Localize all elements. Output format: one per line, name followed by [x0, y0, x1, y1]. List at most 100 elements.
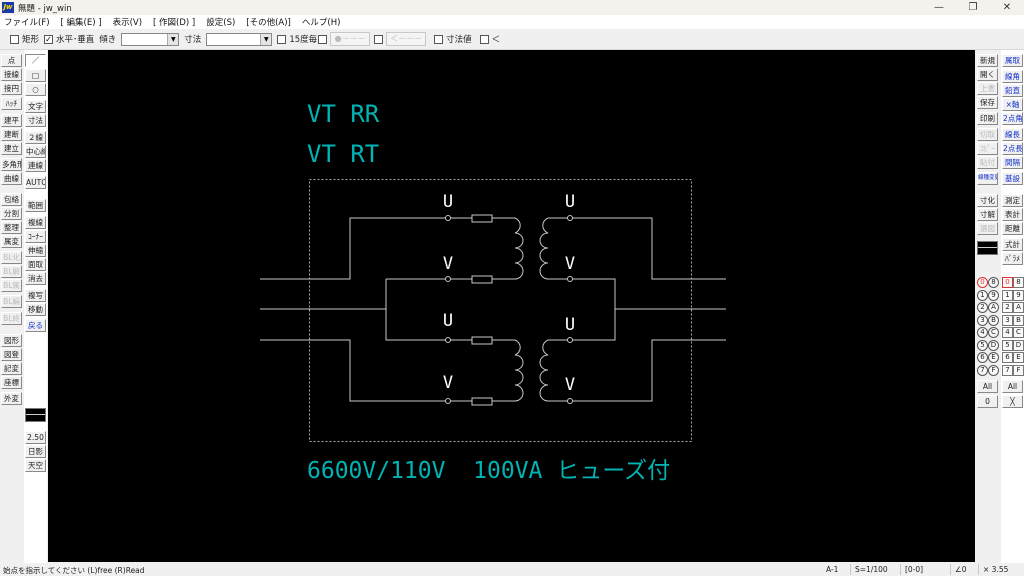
layer-group-button-9[interactable]: 9	[988, 289, 999, 301]
interval-button[interactable]: 間隔	[1002, 156, 1023, 169]
rect-checkbox[interactable]	[10, 34, 19, 44]
all-layer-groups-button[interactable]: All	[977, 380, 998, 393]
layer-button-7[interactable]: 7	[1002, 364, 1013, 376]
menu-edit[interactable]: [ 編集(E) ]	[60, 18, 102, 28]
layer-group-button-0[interactable]: 0	[977, 277, 988, 288]
layer-group-button-8[interactable]: 8	[988, 277, 999, 288]
dim-convert-button[interactable]: 寸化	[977, 194, 998, 207]
tool-double-line[interactable]: ２線	[25, 131, 46, 144]
dim-combo[interactable]: ▼	[206, 32, 273, 46]
layer-group-button-6[interactable]: 6	[977, 352, 988, 363]
layer-button-E[interactable]: E	[1013, 352, 1024, 363]
layer-group-button-C[interactable]: C	[988, 327, 999, 338]
layer-button-2[interactable]: 2	[1002, 302, 1013, 313]
all-layers-button[interactable]: All	[1002, 380, 1023, 393]
tool-erase[interactable]: 消去	[25, 272, 46, 285]
layer-color-swatch[interactable]	[977, 241, 998, 255]
tool-center-line[interactable]: 中心線	[25, 145, 46, 158]
base-setting-button[interactable]: 基設	[1002, 172, 1023, 185]
layer-group-button-4[interactable]: 4	[977, 327, 988, 338]
minimize-button[interactable]: —	[934, 2, 944, 13]
menu-view[interactable]: 表示(V)	[112, 18, 143, 28]
layer-button-6[interactable]: 6	[1002, 352, 1013, 363]
parameter-button[interactable]: ﾊﾟﾗﾒ	[1002, 252, 1023, 265]
layer-button-9[interactable]: 9	[1013, 289, 1024, 301]
layer-button-B[interactable]: B	[1013, 314, 1024, 326]
layer-group-button-2[interactable]: 2	[977, 302, 988, 313]
distance-button[interactable]: 距離	[1002, 222, 1023, 235]
menu-help[interactable]: ヘルプ(H)	[301, 18, 341, 28]
layer-group-zero-button[interactable]: 0	[977, 395, 998, 408]
layer-group-button-3[interactable]: 3	[977, 314, 988, 326]
menu-settings[interactable]: 設定(S)	[206, 18, 236, 28]
attr-get-button[interactable]: 属取	[1002, 54, 1023, 67]
tool-elevation[interactable]: 建立	[1, 142, 22, 155]
tool-bl-edit[interactable]: BL編	[1, 295, 22, 308]
tool-rectangle[interactable]: □	[25, 69, 46, 82]
status-angle[interactable]: ∠0	[950, 564, 967, 575]
line-angle-button[interactable]: 線角	[1002, 70, 1023, 83]
layer-group-button-7[interactable]: 7	[977, 364, 988, 376]
table-calc-button[interactable]: 表計	[1002, 208, 1023, 221]
line-type-change-button[interactable]: 線種変更	[977, 172, 998, 185]
deg15-checkbox[interactable]	[277, 34, 287, 44]
tool-circle[interactable]: ○	[25, 83, 46, 96]
tool-attr-change[interactable]: 属変	[1, 235, 22, 248]
status-zoom[interactable]: × 3.55	[978, 564, 1008, 575]
drawing-canvas[interactable]: U V U V U V U V VT RR VT RT 6600V/110V 1…	[48, 50, 975, 562]
layer-group-button-B[interactable]: B	[988, 314, 999, 326]
tool-text[interactable]: 文字	[25, 100, 46, 113]
tool-copy[interactable]: 複写	[25, 289, 46, 302]
tool-bl-end[interactable]: BL終	[1, 312, 22, 325]
layer-group-button-A[interactable]: A	[988, 302, 999, 313]
tool-continuous-line[interactable]: 連線	[25, 159, 46, 172]
tool-plan[interactable]: 建平	[1, 114, 22, 127]
tool-line[interactable]: ／	[25, 54, 46, 67]
layer-button-F[interactable]: F	[1013, 364, 1024, 376]
layer-group-button-F[interactable]: F	[988, 364, 999, 376]
layer-button-0[interactable]: 0	[1002, 277, 1013, 288]
layer-group-button-1[interactable]: 1	[977, 289, 988, 301]
tool-point[interactable]: 点	[1, 54, 22, 67]
overwrite-button[interactable]: 上書	[977, 82, 998, 95]
layer-button-3[interactable]: 3	[1002, 314, 1013, 326]
line-length-button[interactable]: 線長	[1002, 128, 1023, 141]
tool-organize[interactable]: 整理	[1, 221, 22, 234]
tool-tangent[interactable]: 接線	[1, 68, 22, 81]
menu-file[interactable]: ファイル(F)	[4, 18, 50, 28]
tool-tangent-circle[interactable]: 接円	[1, 82, 22, 95]
layer-clear-button[interactable]: ╳	[1002, 395, 1023, 408]
tool-parallel[interactable]: 複線	[25, 216, 46, 229]
tool-sun-shadow[interactable]: 日影	[25, 445, 46, 458]
chevron-down-icon[interactable]: ▼	[260, 33, 272, 45]
tool-curve[interactable]: 曲線	[1, 172, 22, 185]
two-point-length-button[interactable]: 2点長	[1002, 142, 1023, 155]
chevron-down-icon[interactable]: ▼	[167, 33, 179, 45]
layer-button-4[interactable]: 4	[1002, 327, 1013, 338]
arrow-line-button[interactable]: ＜－－－	[386, 32, 427, 46]
layer-group-button-E[interactable]: E	[988, 352, 999, 363]
paste-button[interactable]: 貼付	[977, 156, 998, 169]
formula-calc-button[interactable]: 式計	[1002, 238, 1023, 251]
open-button[interactable]: 開く	[977, 68, 998, 81]
tool-external-change[interactable]: 外変	[1, 392, 22, 405]
angle-combo[interactable]: ▼	[121, 32, 180, 46]
measure-button[interactable]: 測定	[1002, 194, 1023, 207]
two-point-angle-button[interactable]: 2点角	[1002, 112, 1023, 125]
undo-button[interactable]: 戻る	[25, 319, 46, 332]
menu-draw[interactable]: [ 作図(D) ]	[153, 18, 196, 28]
line-color-swatch[interactable]	[25, 408, 46, 422]
tool-bl-release[interactable]: BL解	[1, 265, 22, 278]
tool-figure-register[interactable]: 図登	[1, 348, 22, 361]
menu-other[interactable]: [その他(A)]	[246, 18, 291, 28]
tool-section[interactable]: 建断	[1, 128, 22, 141]
tool-chamfer[interactable]: 面取	[25, 258, 46, 271]
tool-stretch[interactable]: 伸縮	[25, 244, 46, 257]
tool-move[interactable]: 移動	[25, 303, 46, 316]
tool-auto[interactable]: AUTO	[25, 176, 46, 189]
tool-polygon[interactable]: 多角形	[1, 158, 22, 171]
close-button[interactable]: ✕	[1002, 2, 1012, 13]
new-button[interactable]: 新規	[977, 54, 998, 67]
tool-sky[interactable]: 天空	[25, 459, 46, 472]
tool-figure[interactable]: 図形	[1, 334, 22, 347]
